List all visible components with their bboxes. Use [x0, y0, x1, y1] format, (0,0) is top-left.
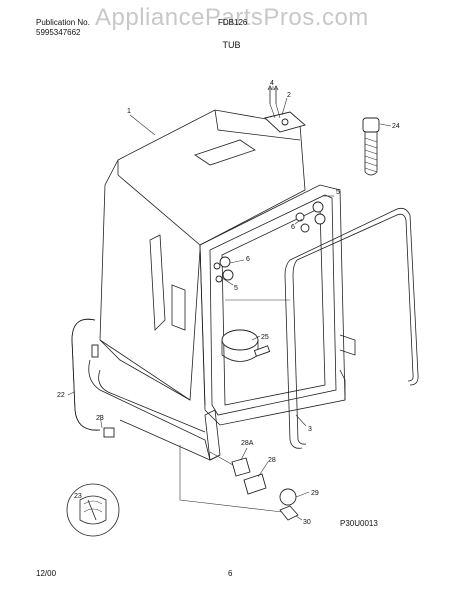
base-rail — [88, 334, 356, 461]
callout-23: 23 — [96, 415, 104, 422]
callout-28a: 28A — [241, 440, 254, 447]
callout-3: 3 — [308, 426, 312, 433]
callout-25: 25 — [261, 334, 269, 341]
publication-number: 5995347662 — [36, 28, 81, 37]
fasteners-lower — [213, 256, 234, 283]
callout-24: 24 — [392, 123, 400, 130]
callout-2: 2 — [287, 92, 291, 99]
spring-part — [362, 117, 380, 176]
callout-23-inset: 23 — [74, 493, 82, 500]
callout-labels: 1 2 3 4 5 5 6 6 22 23 24 25 28 28A 29 30… — [57, 80, 400, 526]
callout-5-upper: 5 — [336, 189, 340, 196]
top-bracket — [264, 85, 306, 133]
switch-assembly — [179, 445, 299, 521]
leader-lines — [67, 86, 392, 521]
page-number: 6 — [228, 569, 233, 578]
watermark-text: AppliancePartsPros.com — [95, 4, 369, 31]
model-number: FDB126 — [218, 18, 248, 27]
publication-label: Publication No. — [36, 18, 90, 27]
callout-6-lower: 6 — [246, 256, 250, 263]
callout-22: 22 — [57, 392, 65, 399]
section-title: TUB — [222, 40, 241, 50]
callout-5-lower: 5 — [234, 285, 238, 292]
inset-detail — [66, 483, 120, 537]
reference-code: P30U0013 — [340, 519, 378, 528]
footer-date: 12/00 — [36, 569, 57, 578]
callout-29: 29 — [311, 490, 319, 497]
callout-6-upper: 6 — [291, 224, 295, 231]
callout-1: 1 — [127, 108, 131, 115]
drain-hose — [71, 318, 115, 438]
sump-area — [221, 329, 271, 362]
callout-28: 28 — [268, 457, 276, 464]
callout-30: 30 — [303, 519, 311, 526]
callout-4: 4 — [270, 80, 274, 87]
door-gasket — [284, 207, 419, 449]
tub-body — [99, 109, 306, 406]
